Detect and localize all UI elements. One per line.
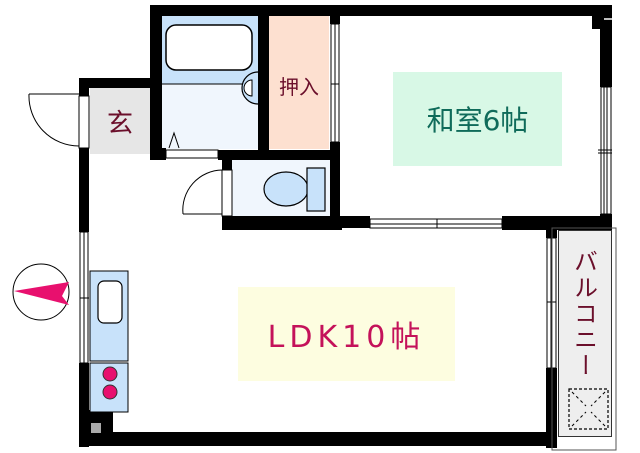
burner-icon <box>102 384 118 400</box>
wall-entrance-left-top <box>79 78 89 96</box>
toilet-door-swing-icon <box>182 169 223 215</box>
wall-left-lower <box>79 363 89 447</box>
wall-toilet-top <box>218 150 340 160</box>
wall-room-bottom-left <box>340 216 370 228</box>
wall-entrance-top <box>79 78 162 88</box>
bathtub-icon <box>165 24 253 71</box>
japanese-room-label: 和室6帖 <box>426 104 529 137</box>
wall-bath-closet <box>258 16 269 151</box>
balcony-label: バルコニー <box>569 249 598 379</box>
japanese-room-label-bg <box>393 72 562 166</box>
closet-label: 押入 <box>279 74 319 99</box>
wall-room-bottom-right <box>502 216 612 230</box>
wall-toilet-left-top <box>222 150 232 170</box>
north-arrow-icon <box>14 282 69 305</box>
toilet-tank-icon <box>306 167 326 212</box>
ldk-label: LDK10帖 <box>267 320 426 355</box>
wall-bottom <box>79 432 557 446</box>
emergency-hatch-icon <box>568 388 609 430</box>
closet-area <box>269 16 329 149</box>
wall-closet-room <box>330 16 340 24</box>
ldk-label-bg <box>238 287 455 381</box>
wall-top <box>150 5 612 16</box>
compass-icon <box>12 263 70 321</box>
wall-left <box>79 148 89 232</box>
entrance-label: 玄 <box>106 108 133 139</box>
entrance-door-swing-icon <box>28 93 80 147</box>
wall-entrance-bottom <box>150 148 166 160</box>
pipe-shaft <box>91 423 101 433</box>
balcony-area <box>558 230 612 437</box>
washroom-area <box>162 84 258 149</box>
entrance-area <box>90 88 150 154</box>
toilet-bowl-icon <box>263 171 309 207</box>
wall-right-corner <box>592 5 612 29</box>
burner-icon <box>102 366 118 382</box>
wall-closet-room-low <box>330 142 340 226</box>
wall-toilet-bottom <box>222 216 342 230</box>
sink-icon <box>97 280 123 324</box>
